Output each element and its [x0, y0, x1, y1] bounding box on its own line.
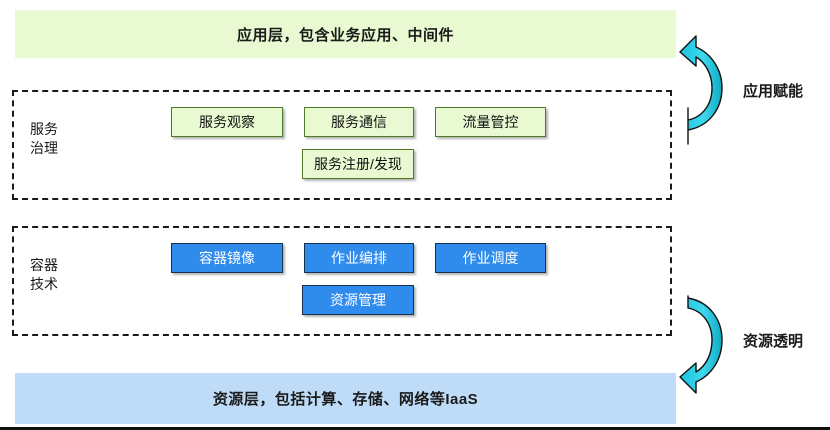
bottom-divider: [0, 427, 830, 430]
caption-resource-transparency: 资源透明: [743, 333, 804, 350]
node-job-scheduling[interactable]: 作业调度: [435, 243, 546, 273]
service-governance-group-label: 服务 治理: [30, 121, 58, 156]
curved-arrow-up-icon: [679, 35, 723, 145]
node-label: 资源管理: [330, 292, 386, 308]
node-label: 服务观察: [199, 114, 255, 130]
container-technology-group: 容器 技术 容器镜像 作业编排 作业调度 资源管理: [12, 226, 672, 336]
service-governance-group: 服务 治理 服务观察 服务通信 流量管控 服务注册/发现: [12, 90, 672, 200]
node-label: 容器镜像: [199, 250, 255, 266]
application-layer-bar: 应用层，包含业务应用、中间件: [15, 10, 676, 58]
node-service-observation[interactable]: 服务观察: [171, 107, 283, 137]
node-traffic-control[interactable]: 流量管控: [435, 107, 546, 137]
node-label: 作业编排: [331, 250, 387, 266]
node-service-communication[interactable]: 服务通信: [304, 107, 414, 137]
node-container-image[interactable]: 容器镜像: [171, 243, 283, 273]
curved-arrow-down-icon: [679, 295, 723, 394]
node-label: 服务注册/发现: [314, 156, 402, 172]
node-label: 流量管控: [462, 114, 519, 130]
node-service-registry-discovery[interactable]: 服务注册/发现: [302, 149, 414, 179]
node-label: 作业调度: [462, 250, 519, 266]
resource-layer-bar: 资源层，包括计算、存储、网络等IaaS: [15, 373, 676, 424]
node-job-orchestration[interactable]: 作业编排: [304, 243, 414, 273]
container-technology-group-label: 容器 技术: [30, 257, 58, 292]
node-resource-management[interactable]: 资源管理: [302, 285, 414, 315]
application-layer-label: 应用层，包含业务应用、中间件: [236, 26, 454, 44]
caption-application-enablement: 应用赋能: [743, 83, 804, 100]
node-label: 服务通信: [331, 114, 387, 130]
resource-layer-label: 资源层，包括计算、存储、网络等IaaS: [212, 391, 479, 408]
